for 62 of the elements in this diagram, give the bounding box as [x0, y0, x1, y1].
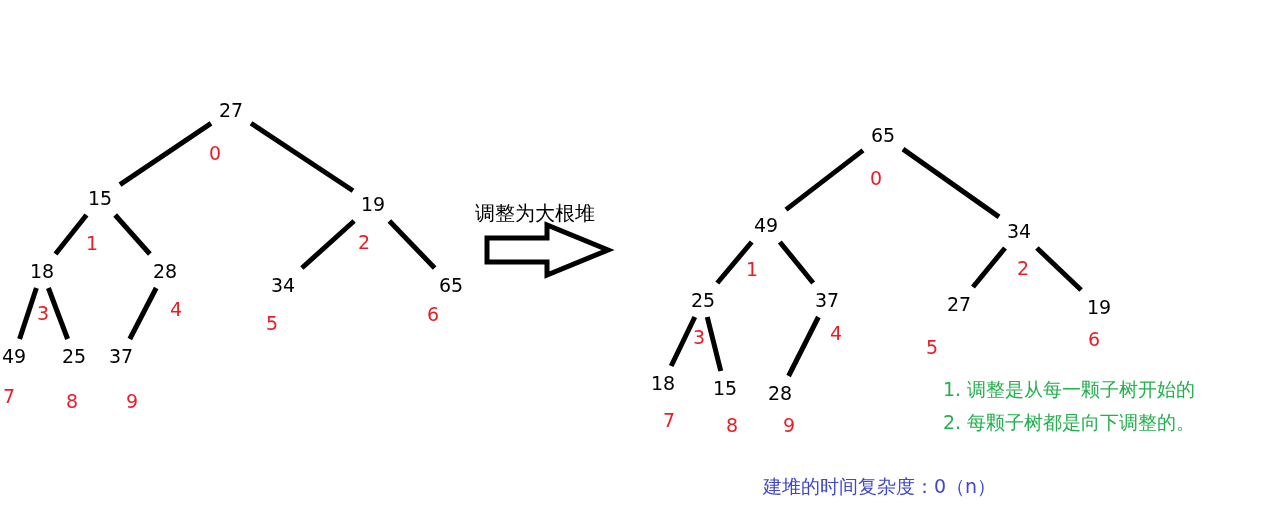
arrow-caption: 调整为大根堆 — [475, 200, 595, 226]
index-label: 2 — [1017, 257, 1030, 279]
node-value: 25 — [62, 345, 87, 367]
index-label: 6 — [427, 303, 440, 325]
tree-edge — [127, 286, 159, 341]
index-label: 0 — [209, 142, 222, 164]
node-value: 37 — [109, 345, 134, 367]
index-label: 0 — [870, 167, 883, 189]
complexity-note: 建堆的时间复杂度：0（n） — [763, 474, 997, 499]
index-label: 5 — [266, 312, 279, 334]
tree-edge — [704, 316, 724, 372]
index-label: 8 — [66, 390, 79, 412]
node-value: 18 — [30, 260, 55, 282]
note-text: 2. 每颗子树都是向下调整的。 — [943, 410, 1196, 435]
tree-edge — [668, 315, 698, 368]
index-label: 9 — [126, 390, 139, 412]
index-label: 8 — [726, 414, 739, 436]
note-text: 1. 调整是从每一颗子树开始的 — [943, 377, 1196, 402]
index-label: 7 — [3, 385, 16, 407]
node-value: 28 — [153, 260, 178, 282]
node-value: 49 — [2, 345, 27, 367]
index-label: 6 — [1088, 328, 1101, 350]
tree-edge — [971, 246, 1007, 289]
index-label: 5 — [926, 336, 939, 358]
node-value: 25 — [691, 289, 716, 311]
tree-edge — [784, 148, 865, 212]
tree-edge — [786, 315, 821, 378]
index-label: 2 — [358, 231, 371, 253]
tree-edge — [901, 147, 1001, 219]
index-label: 4 — [170, 298, 183, 320]
tree-edge — [1035, 246, 1083, 292]
tree-edge — [249, 121, 355, 193]
node-value: 15 — [88, 187, 113, 209]
tree-edge — [777, 240, 816, 285]
index-label: 3 — [37, 302, 50, 324]
node-value: 49 — [754, 214, 779, 236]
node-value: 15 — [713, 377, 738, 399]
node-value: 34 — [271, 274, 296, 296]
index-label: 3 — [693, 326, 706, 348]
index-label: 1 — [746, 258, 759, 280]
tree-edge — [17, 287, 39, 340]
index-label: 1 — [86, 232, 99, 254]
tree-edge — [113, 213, 152, 256]
node-value: 65 — [871, 124, 896, 146]
node-value: 19 — [1087, 296, 1112, 318]
tree-edge — [46, 287, 70, 340]
node-value: 28 — [768, 382, 793, 404]
tree-edge — [715, 240, 754, 285]
node-value: 37 — [815, 289, 840, 311]
index-label: 4 — [830, 322, 843, 344]
tree-edge — [300, 219, 356, 270]
tree-edge — [387, 219, 437, 270]
tree-edge — [53, 213, 89, 256]
node-value: 18 — [651, 372, 676, 394]
index-label: 9 — [783, 414, 796, 436]
node-value: 19 — [361, 193, 386, 215]
node-value: 27 — [947, 293, 972, 315]
node-value: 65 — [439, 274, 464, 296]
index-label: 7 — [663, 409, 676, 431]
node-value: 27 — [219, 99, 244, 121]
tree-edge — [118, 121, 213, 187]
node-value: 34 — [1007, 220, 1032, 242]
